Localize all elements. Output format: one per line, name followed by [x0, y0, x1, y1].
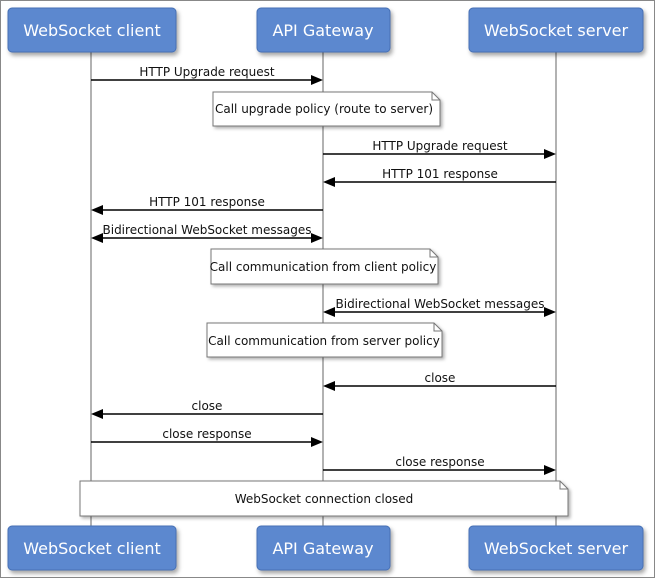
message-3-label: HTTP 101 response — [382, 167, 498, 181]
message-1: HTTP Upgrade request — [91, 65, 323, 85]
message-5: Bidirectional WebSocket messages — [91, 223, 323, 243]
actor-server-bottom: WebSocket server — [468, 525, 644, 571]
note-connection-closed: WebSocket connection closed — [79, 480, 569, 517]
message-3: HTTP 101 response — [323, 167, 556, 187]
actor-gateway-bottom: API Gateway — [256, 525, 391, 571]
actor-client-top: WebSocket client — [7, 7, 177, 53]
actor-server-bottom-label: WebSocket server — [484, 539, 629, 558]
actor-client-top-label: WebSocket client — [23, 21, 160, 40]
note-upgrade-policy: Call upgrade policy (route to server) — [212, 91, 441, 127]
note-client-policy-text: Call communication from client policy — [210, 260, 437, 274]
message-10: close response — [323, 455, 556, 475]
note-server-policy-text: Call communication from server policy — [208, 334, 440, 348]
actor-server-top: WebSocket server — [468, 7, 644, 53]
message-8: close — [91, 399, 323, 419]
actor-gateway-top-label: API Gateway — [272, 21, 373, 40]
message-8-label: close — [192, 399, 223, 413]
note-upgrade-policy-text: Call upgrade policy (route to server) — [215, 102, 433, 116]
note-client-policy: Call communication from client policy — [210, 248, 439, 285]
message-7: close — [323, 371, 556, 391]
message-9: close response — [91, 427, 323, 447]
message-6-label: Bidirectional WebSocket messages — [336, 297, 545, 311]
lifelines — [90, 52, 557, 528]
message-2: HTTP Upgrade request — [323, 139, 556, 159]
actor-gateway-top: API Gateway — [256, 7, 391, 53]
actor-client-bottom: WebSocket client — [7, 525, 177, 571]
message-1-label: HTTP Upgrade request — [139, 65, 275, 79]
message-9-label: close response — [162, 427, 251, 441]
message-5-label: Bidirectional WebSocket messages — [103, 223, 312, 237]
actor-client-bottom-label: WebSocket client — [23, 539, 160, 558]
message-7-label: close — [425, 371, 456, 385]
actor-gateway-bottom-label: API Gateway — [272, 539, 373, 558]
message-6: Bidirectional WebSocket messages — [323, 297, 556, 317]
message-4: HTTP 101 response — [91, 195, 323, 215]
message-2-label: HTTP Upgrade request — [372, 139, 508, 153]
message-4-label: HTTP 101 response — [149, 195, 265, 209]
message-10-label: close response — [395, 455, 484, 469]
note-server-policy: Call communication from server policy — [206, 322, 443, 358]
actor-server-top-label: WebSocket server — [484, 21, 629, 40]
note-connection-closed-text: WebSocket connection closed — [235, 492, 414, 506]
